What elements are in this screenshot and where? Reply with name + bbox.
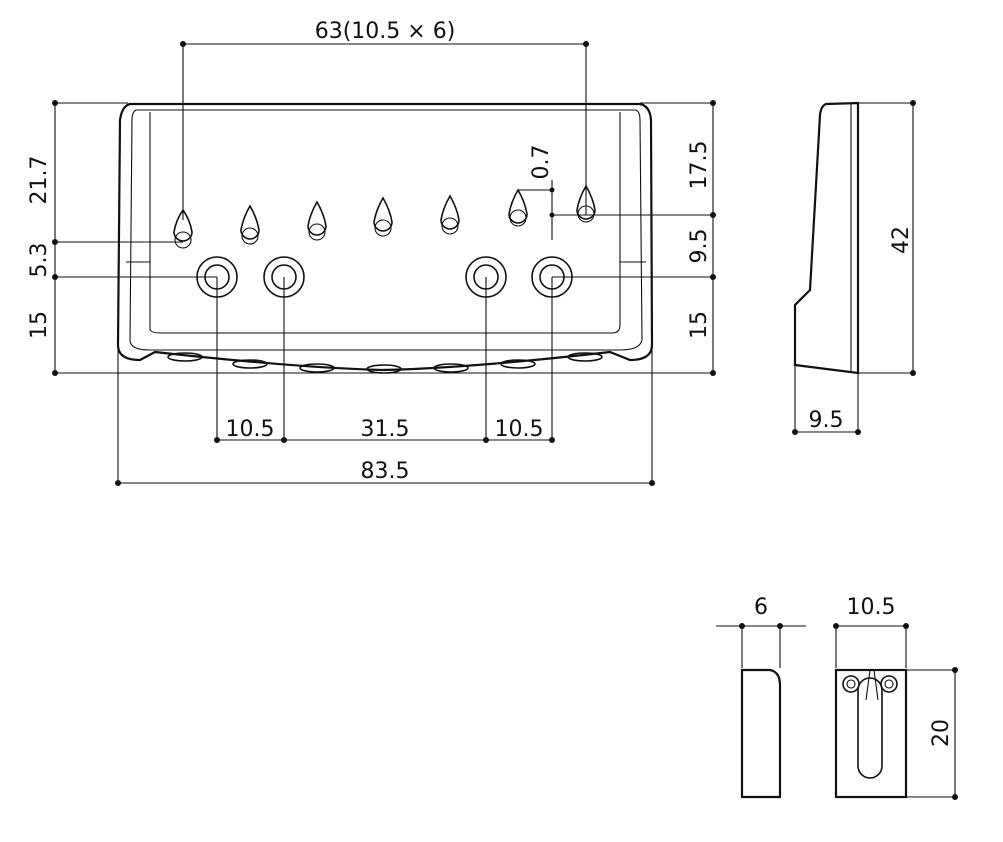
bridge-side-view: 42 9.5 [792, 100, 916, 435]
dim-saddle-height: 20 [929, 719, 954, 747]
dim-bottom-1: 10.5 [226, 417, 275, 442]
dim-bottom-3: 10.5 [495, 417, 544, 442]
dim-saddle-side-width: 6 [754, 595, 768, 620]
dim-right-3: 15 [687, 311, 712, 339]
dim-side-depth: 9.5 [809, 408, 844, 433]
dim-saddle-front-width: 10.5 [847, 595, 896, 620]
saddle-front-view: 10.5 20 [833, 595, 958, 800]
dim-right-2: 9.5 [687, 229, 712, 264]
dim-left-3: 15 [27, 311, 52, 339]
dim-offset: 0.7 [529, 145, 554, 180]
saddle-side-view: 6 [716, 595, 806, 799]
dim-bottom-2: 31.5 [361, 417, 410, 442]
dim-right-1: 17.5 [687, 141, 712, 190]
string-holes [173, 184, 596, 249]
slot-ellipses [167, 352, 603, 374]
front-dimensions: 63(10.5 × 6) 21.7 5.3 15 17.5 9.5 15 0.7… [27, 19, 716, 486]
dim-left-2: 5.3 [27, 243, 52, 278]
dim-top-span: 63(10.5 × 6) [315, 19, 456, 44]
bridge-front-view [116, 102, 654, 374]
dim-overall-width: 83.5 [361, 459, 410, 484]
dim-side-height: 42 [889, 226, 914, 254]
dim-left-1: 21.7 [27, 156, 52, 205]
